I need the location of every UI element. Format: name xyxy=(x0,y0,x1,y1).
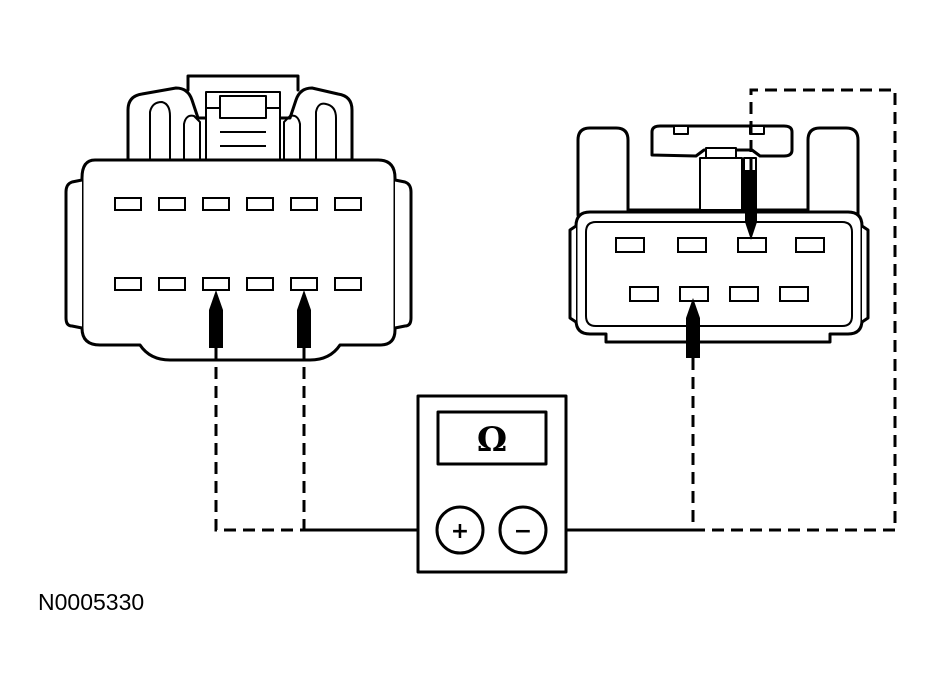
left-connector xyxy=(64,74,413,362)
pin xyxy=(290,197,318,211)
right-probe-tip-top xyxy=(745,170,757,240)
right-connector-pins-top-row xyxy=(615,237,825,253)
ohmmeter: Ω + − xyxy=(416,394,568,574)
negative-terminal-label: − xyxy=(514,519,532,544)
positive-terminal xyxy=(435,505,485,555)
pin xyxy=(334,277,362,291)
right-probe-tip-bottom xyxy=(686,298,700,358)
left-connector-lock-tab xyxy=(126,74,354,173)
figure-id: N0005330 xyxy=(38,589,144,615)
pin xyxy=(114,197,142,211)
pin xyxy=(795,237,825,253)
pin xyxy=(202,197,230,211)
ohmmeter-display xyxy=(436,410,548,466)
negative-terminal xyxy=(498,505,548,555)
pin xyxy=(114,277,142,291)
pin xyxy=(158,277,186,291)
pin xyxy=(202,277,230,291)
pin xyxy=(677,237,707,253)
right-dashed-loop xyxy=(693,88,897,532)
right-connector xyxy=(568,124,870,358)
left-probe-tip-1 xyxy=(209,290,223,348)
pin xyxy=(737,237,767,253)
left-dashed-lead xyxy=(214,348,304,532)
pin xyxy=(290,277,318,291)
left-connector-pins-bottom-row xyxy=(114,277,362,291)
pin xyxy=(334,197,362,211)
left-connector-pins-top-row xyxy=(114,197,362,211)
left-probe-tip-2 xyxy=(297,290,311,348)
pin xyxy=(246,197,274,211)
pin xyxy=(729,286,759,302)
test-leads xyxy=(214,88,897,532)
pin xyxy=(779,286,809,302)
pin xyxy=(158,197,186,211)
pin xyxy=(629,286,659,302)
pin xyxy=(246,277,274,291)
ohm-symbol: Ω xyxy=(477,420,507,460)
pin xyxy=(615,237,645,253)
pin xyxy=(679,286,709,302)
positive-terminal-label: + xyxy=(451,519,469,544)
